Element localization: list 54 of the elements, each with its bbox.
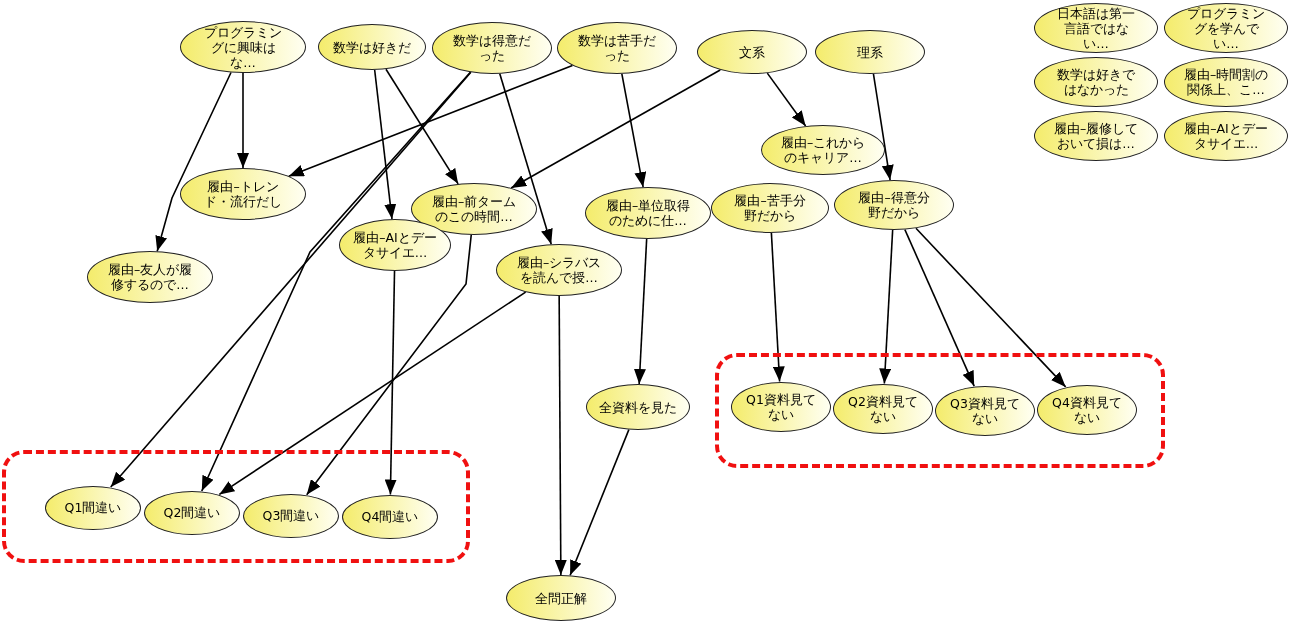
node-label: 日本語は第一言語ではない… <box>1056 5 1136 51</box>
node-label: 履由–友人が履修するので… <box>106 262 194 292</box>
node-label: Q4間違い <box>360 509 420 524</box>
node-label: Q4資料見てない <box>1051 394 1123 425</box>
arrow <box>569 428 630 577</box>
arrow <box>498 73 553 245</box>
arrow <box>510 69 721 189</box>
dashed-group-frame <box>715 352 1165 468</box>
node-label: Q3資料見てない <box>949 395 1021 426</box>
node-label: Q1資料見てない <box>745 391 817 422</box>
node-label: 数学は好きではなかった <box>1056 67 1136 97</box>
arrow <box>384 270 397 496</box>
node-label: Q2資料見てない <box>847 393 919 424</box>
arrow <box>554 295 567 576</box>
node-label: 履由–シラバスを読んで授… <box>515 255 603 285</box>
node-label: 履由–前タームのこの時間… <box>430 194 518 224</box>
arrow <box>621 73 647 188</box>
ellipse-node <box>761 125 885 175</box>
node-label: 履由–トレンド・流行だし <box>203 179 283 209</box>
node-label: 数学は好きだ <box>332 39 412 55</box>
arrow <box>287 64 574 177</box>
node-label: Q2間違い <box>162 505 222 520</box>
arrow <box>237 72 249 169</box>
arrow <box>872 73 894 181</box>
node-label: 全資料を見た <box>598 399 678 415</box>
node-label: プログラミングに興味はな… <box>203 24 283 70</box>
dashed-group-frame <box>2 449 470 563</box>
arrow <box>218 291 527 496</box>
arrow <box>373 69 397 220</box>
node-label: 履由–苦手分野だから <box>733 193 807 223</box>
arrow <box>385 68 459 185</box>
node-label: 履由–履修しておいて損は… <box>1052 121 1140 151</box>
ellipse-node <box>180 168 306 220</box>
arrow <box>155 71 232 252</box>
node-label: プログラミングを学んでい… <box>1186 5 1266 51</box>
node-label: 履由–AIとデータサイエ… <box>352 230 438 260</box>
node-label: 履由–単位取得のために仕… <box>604 198 692 228</box>
arrow <box>766 72 807 127</box>
node-label: 履由–これからのキャリア… <box>779 135 867 165</box>
arrow <box>904 228 975 387</box>
node-label: Q1間違い <box>63 500 123 515</box>
node-label: 文系 <box>738 44 766 60</box>
arrow <box>633 238 648 385</box>
node-label: Q3間違い <box>261 508 321 523</box>
arrow <box>305 234 473 496</box>
node-label: 数学は得意だった <box>452 33 532 63</box>
node-label: 数学は苦手だった <box>577 33 657 63</box>
node-label: 全問正解 <box>534 590 588 606</box>
arrow <box>879 229 894 385</box>
node-label: 履由–AIとデータサイエ… <box>1183 121 1269 151</box>
node-label: 理系 <box>856 44 884 60</box>
arrow <box>770 232 785 383</box>
node-label: 履由–時間割の関係上、こ… <box>1182 67 1270 97</box>
node-label: 履由–得意分野だから <box>857 190 931 220</box>
